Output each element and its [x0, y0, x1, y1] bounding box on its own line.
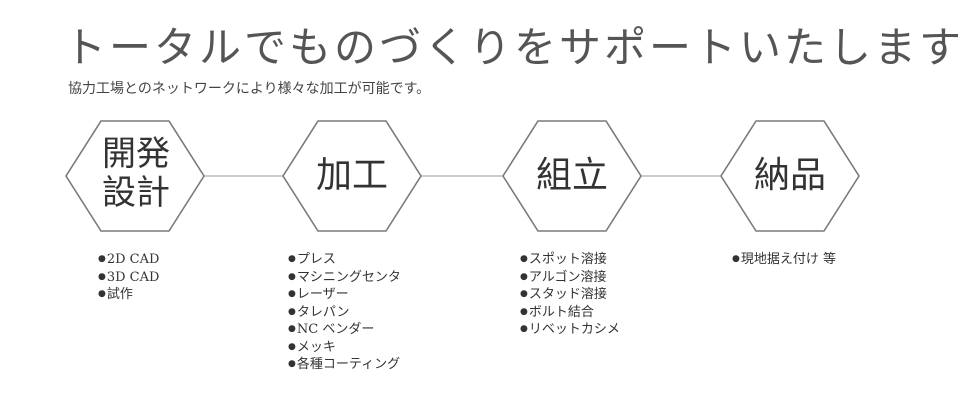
step-hexagon-development	[65, 120, 205, 232]
step-hexagon-assembly	[502, 120, 642, 232]
page-title: トータルでものづくりをサポートいたします。	[64, 23, 960, 72]
list-item: 現地据え付け 等	[732, 251, 836, 269]
list-item: マシニングセンタ	[288, 269, 401, 287]
list-item: 2D CAD	[98, 251, 160, 269]
list-item: スポット溶接	[520, 251, 620, 269]
list-item: レーザー	[288, 286, 401, 304]
step-label-development: 開発設計	[102, 134, 170, 214]
list-item: メッキ	[288, 339, 401, 357]
list-item: 3D CAD	[98, 269, 160, 287]
step-items-processing: プレス マシニングセンタ レーザー タレパン NC ベンダー メッキ 各種コーテ…	[288, 251, 401, 374]
list-item: 各種コーティング	[288, 356, 401, 374]
list-item: スタッド溶接	[520, 286, 620, 304]
list-item: アルゴン溶接	[520, 269, 620, 287]
list-item: 試作	[98, 286, 159, 304]
step-label-delivery: 納品	[753, 155, 826, 196]
step-label-processing: 加工	[315, 155, 388, 196]
list-item: NC ベンダー	[288, 321, 401, 339]
page-subtitle: 協力工場とのネットワークにより様々な加工が可能です。	[68, 81, 431, 97]
step-label-assembly: 組立	[535, 155, 608, 196]
list-item: タレパン	[288, 304, 401, 322]
list-item: ボルト結合	[520, 304, 620, 322]
step-items-development: 2D CAD 3D CAD 試作	[98, 251, 160, 304]
step-items-assembly: スポット溶接 アルゴン溶接 スタッド溶接 ボルト結合 リベットカシメ	[520, 251, 620, 339]
step-hexagon-delivery	[720, 120, 860, 232]
step-hexagon-processing	[282, 120, 422, 232]
list-item: リベットカシメ	[520, 321, 620, 339]
list-item: プレス	[288, 251, 401, 269]
step-items-delivery: 現地据え付け 等	[732, 251, 836, 269]
